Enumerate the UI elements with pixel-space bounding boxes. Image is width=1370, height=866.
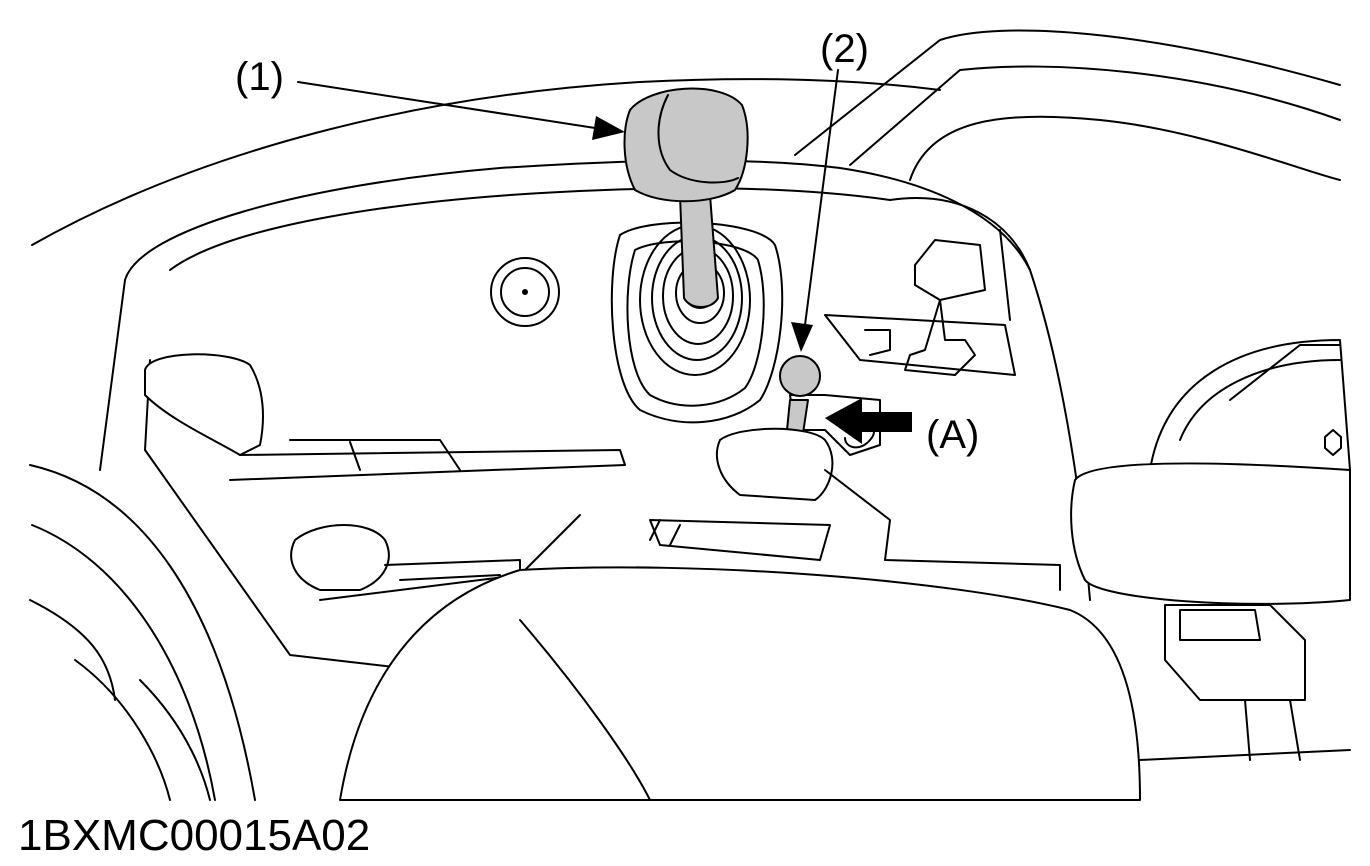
callout-a: (A) bbox=[926, 413, 979, 457]
callout-2: (2) bbox=[820, 27, 869, 71]
callout-1: (1) bbox=[235, 55, 284, 99]
arrow-a bbox=[825, 398, 912, 444]
shift-lever-knob-1 bbox=[623, 87, 749, 308]
right-assembly bbox=[1070, 339, 1351, 761]
steering-wheel bbox=[29, 464, 256, 801]
round-knob bbox=[490, 257, 560, 327]
upper-right-bracket bbox=[824, 239, 1016, 376]
left-lever bbox=[144, 353, 626, 481]
leader-line-2 bbox=[791, 69, 839, 352]
lower-left-lever bbox=[290, 514, 581, 601]
figure-code: 1BXMC00015A02 bbox=[18, 811, 370, 860]
seat bbox=[339, 566, 1141, 801]
leader-line-1 bbox=[297, 81, 625, 140]
console-body-outline bbox=[31, 78, 1091, 671]
shift-lever-boot bbox=[610, 221, 784, 424]
upper-right-cowl bbox=[794, 29, 1341, 181]
